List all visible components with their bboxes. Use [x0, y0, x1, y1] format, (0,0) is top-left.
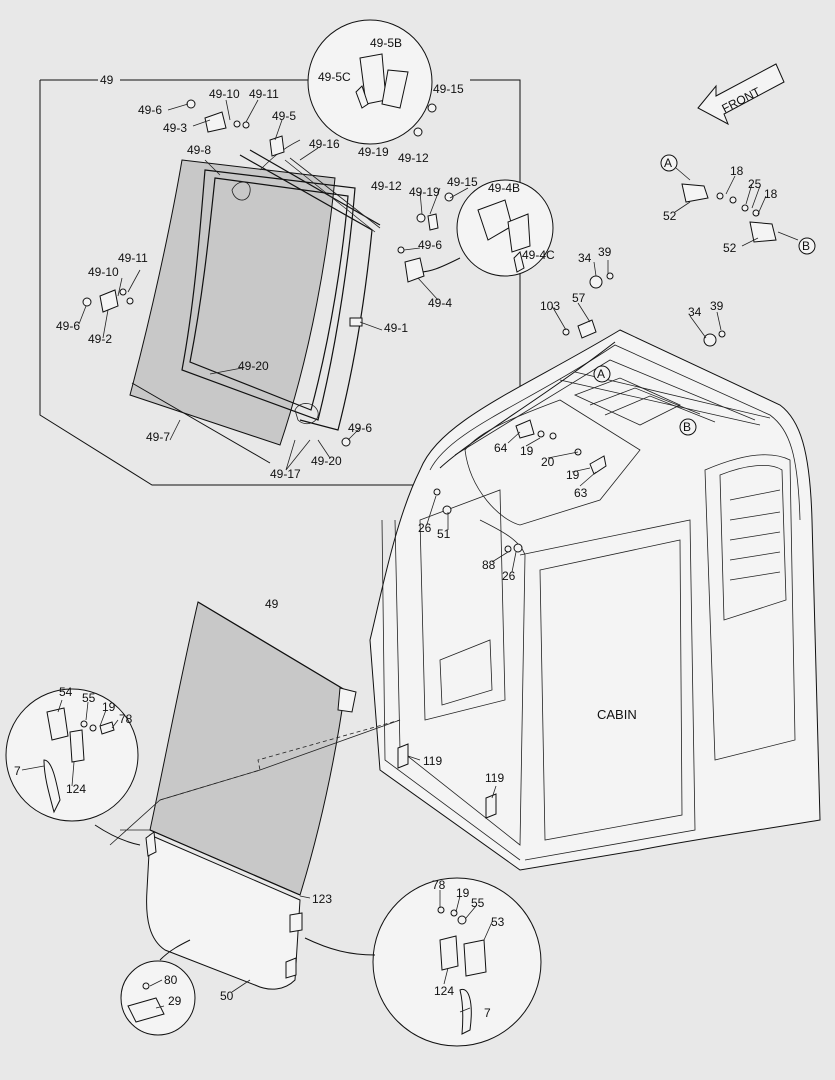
part-label-49-10: 49-10 — [209, 87, 240, 101]
upper-detail-box — [39, 79, 521, 486]
part-label-49-8: 49-8 — [187, 143, 211, 157]
part-label-18: 18 — [730, 164, 744, 178]
part-label-49-3: 49-3 — [163, 121, 187, 135]
part-label-49-5: 49-5 — [272, 109, 296, 123]
part-label-50: 50 — [220, 989, 234, 1003]
part-label-39: 39 — [710, 299, 724, 313]
part-label-25: 25 — [748, 177, 762, 191]
part-label-54: 54 — [59, 685, 73, 699]
part-label-57: 57 — [572, 291, 586, 305]
part-label-123: 123 — [312, 892, 332, 906]
detail-circle-left — [5, 688, 141, 846]
part-label-88: 88 — [482, 558, 496, 572]
part-label-49-6: 49-6 — [418, 238, 442, 252]
part-label-19: 19 — [566, 468, 580, 482]
part-label-34: 34 — [688, 305, 702, 319]
part-label-39: 39 — [598, 245, 612, 259]
leader-lines — [21, 99, 767, 1013]
part-label-7: 7 — [484, 1006, 491, 1020]
part-label-103: 103 — [540, 299, 560, 313]
door-panel — [145, 831, 303, 990]
part-label-78: 78 — [119, 712, 133, 726]
part-label-119: 119 — [485, 771, 504, 785]
detail-circle-49-5 — [259, 19, 433, 171]
detail-circle-handle — [120, 939, 196, 1036]
part-label-49-7: 49-7 — [146, 430, 170, 444]
part-label-55: 55 — [82, 691, 96, 705]
part-label-49-11: 49-11 — [118, 251, 148, 265]
part-label-29: 29 — [168, 994, 182, 1008]
circle-label-b-2: B — [683, 420, 691, 434]
part-label-52: 52 — [663, 209, 677, 223]
part-label-49-20: 49-20 — [238, 359, 269, 373]
part-label-49-15: 49-15 — [447, 175, 478, 189]
window-assembled — [109, 601, 401, 896]
part-label-52: 52 — [723, 241, 737, 255]
front-arrow-icon: FRONT — [697, 63, 785, 126]
part-label-49-6: 49-6 — [56, 319, 80, 333]
part-label-20: 20 — [541, 455, 555, 469]
part-label-49: 49 — [100, 73, 114, 87]
detail-circle-right — [304, 877, 542, 1047]
part-label-18: 18 — [764, 187, 778, 201]
part-label-49-1: 49-1 — [384, 321, 408, 335]
part-label-49-20: 49-20 — [311, 454, 342, 468]
part-label-49-6: 49-6 — [348, 421, 372, 435]
part-label-49-15: 49-15 — [433, 82, 464, 96]
part-label-63: 63 — [574, 486, 588, 500]
part-label-49-4B: 49-4B — [488, 181, 520, 195]
detail-circle-49-4 — [419, 179, 554, 277]
part-label-124: 124 — [66, 782, 86, 796]
part-label-19: 19 — [102, 700, 116, 714]
circle-label-b-1: B — [802, 239, 810, 253]
part-label-26: 26 — [502, 569, 516, 583]
part-label-53: 53 — [491, 915, 505, 929]
part-label-49-4: 49-4 — [428, 296, 452, 310]
part-label-49-5C: 49-5C — [318, 70, 351, 84]
part-label-49-12: 49-12 — [371, 179, 402, 193]
part-label-19: 19 — [456, 886, 470, 900]
part-label-19: 19 — [520, 444, 534, 458]
part-label-64: 64 — [494, 441, 508, 455]
part-label-49-19: 49-19 — [358, 145, 389, 159]
part-label-49-10: 49-10 — [88, 265, 119, 279]
part-label-119: 119 — [423, 754, 442, 768]
cabin-body: CABIN A B — [369, 329, 821, 871]
part-label-49-5B: 49-5B — [370, 36, 402, 50]
part-label-49-4C: 49-4C — [522, 248, 555, 262]
part-label-55: 55 — [471, 896, 485, 910]
part-label-78: 78 — [432, 878, 446, 892]
part-label-26: 26 — [418, 521, 432, 535]
ab-brackets: A B — [562, 154, 816, 347]
upper-hardware — [82, 99, 454, 447]
part-label-34: 34 — [578, 251, 592, 265]
part-label-49-6: 49-6 — [138, 103, 162, 117]
part-label-49-17: 49-17 — [270, 467, 301, 481]
window-glass-exploded — [129, 149, 381, 464]
part-label-49-12: 49-12 — [398, 151, 429, 165]
part-label-124: 124 — [434, 984, 454, 998]
part-label-49-16: 49-16 — [309, 137, 340, 151]
circle-label-a-1: A — [664, 156, 672, 170]
part-label-7: 7 — [14, 764, 21, 778]
part-label-49: 49 — [265, 597, 279, 611]
part-label-49-19: 49-19 — [409, 185, 440, 199]
part-label-51: 51 — [437, 527, 451, 541]
part-label-49-11: 49-11 — [249, 87, 279, 101]
circle-label-a-2: A — [597, 367, 605, 381]
part-label-49-2: 49-2 — [88, 332, 112, 346]
cabin-label: CABIN — [597, 707, 637, 722]
part-label-80: 80 — [164, 973, 178, 987]
